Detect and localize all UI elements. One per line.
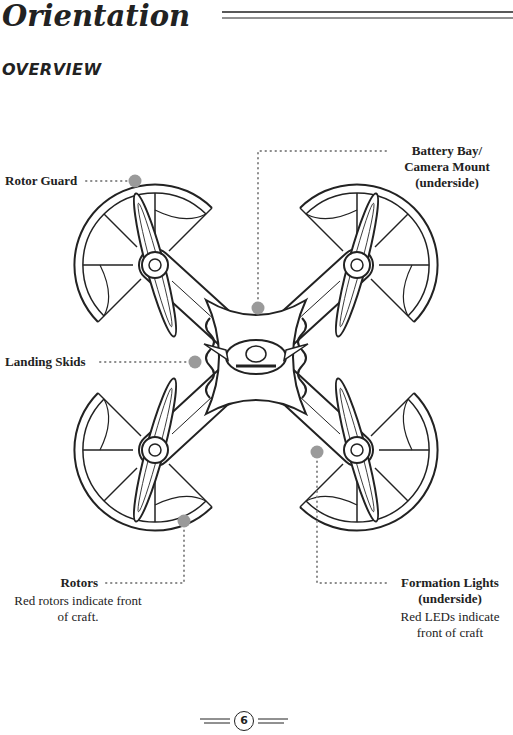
part-label: Rotors xyxy=(28,575,98,591)
title-rule xyxy=(222,18,513,19)
part-label: Formation Lights (underside) xyxy=(388,575,512,607)
rotor-assembly xyxy=(74,184,437,530)
part-label: Landing Skids xyxy=(5,354,99,370)
section-heading: OVERVIEW xyxy=(2,60,202,80)
drone-frame xyxy=(155,265,357,450)
page-title: Orientation xyxy=(2,0,190,35)
note-text: Red rotors indicate front of craft. xyxy=(8,593,148,625)
page-number: 6 xyxy=(240,715,248,727)
page-number-circle: 6 xyxy=(234,711,254,731)
callout-dot xyxy=(129,175,324,528)
leader-line xyxy=(86,151,386,583)
part-label: Rotor Guard xyxy=(5,173,87,189)
part-label: Battery Bay/ Camera Mount (underside) xyxy=(392,143,502,191)
title-rule xyxy=(222,11,513,13)
note-text: Red LEDs indicate front of craft xyxy=(388,609,512,641)
